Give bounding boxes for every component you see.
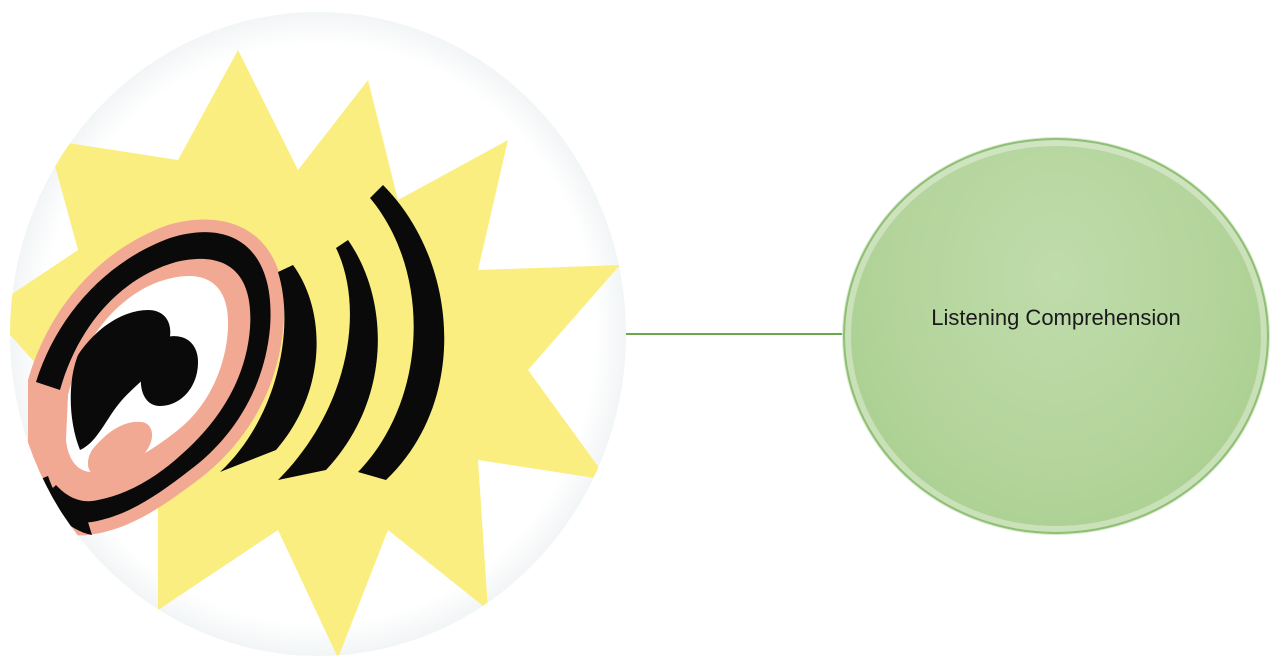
sound-wave-1 [220,265,317,472]
ear-listening-icon [10,12,626,656]
ear-lobe-contour [38,476,92,535]
ear-canal [140,336,198,406]
listening-comprehension-node: Listening Comprehension [843,138,1269,534]
ear-outer-contour [36,232,271,523]
sound-wave-2 [278,240,378,480]
ear-inner-shading [70,310,171,450]
ear-inner-pink [87,421,153,477]
node-label: Listening Comprehension [931,304,1181,330]
sound-wave-3 [358,185,445,480]
connector-line [626,333,848,335]
